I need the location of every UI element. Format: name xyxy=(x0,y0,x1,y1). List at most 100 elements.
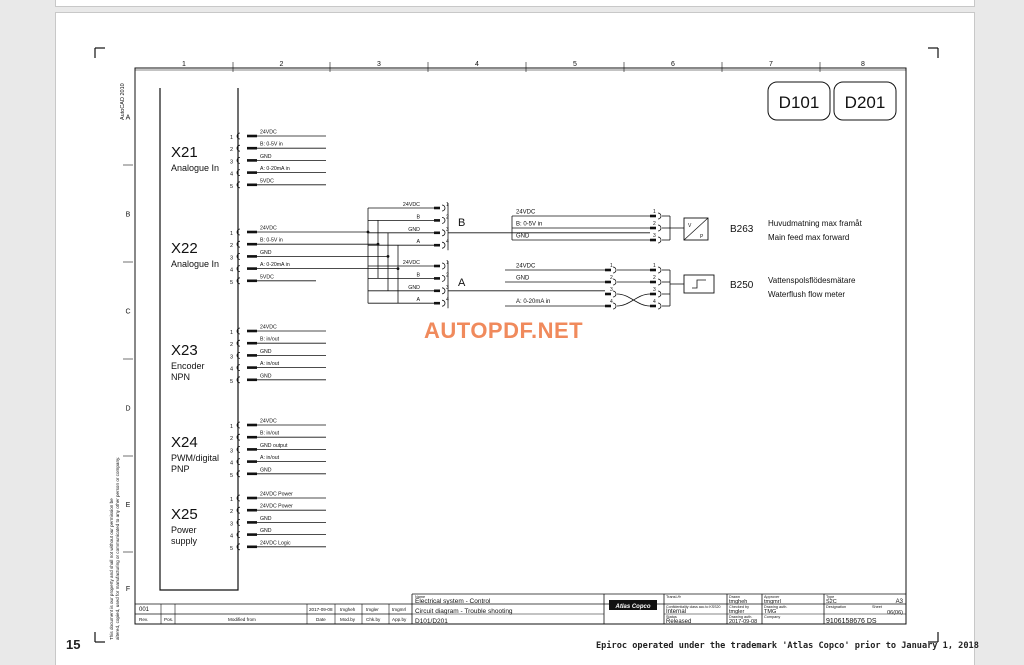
pin-label: 5VDC xyxy=(260,178,274,184)
pin-contact xyxy=(247,472,257,476)
rev-header: Rev. xyxy=(139,617,148,622)
document-page xyxy=(55,12,975,665)
column-number: 3 xyxy=(377,61,381,68)
modified-header: Modified from xyxy=(228,617,256,622)
channel-a-label: 24VDC xyxy=(403,260,420,266)
brand-logo-text: Atlas Copco xyxy=(614,604,650,610)
pin-label: 24VDC xyxy=(260,419,277,425)
chkby-header: Chk.by xyxy=(366,617,381,622)
cable-b-socket xyxy=(657,236,662,244)
cable-b-socket xyxy=(657,212,662,220)
revision-appby: tmgmrl xyxy=(392,607,406,612)
cable-b-socket xyxy=(657,224,662,232)
pos-header: Pos. xyxy=(164,617,173,622)
pin-label: 24VDC Power xyxy=(260,492,293,498)
plug-socket xyxy=(441,229,446,237)
type-label: Type xyxy=(826,595,834,599)
designation-label: Designation xyxy=(826,605,846,609)
cable-a-pin: 2 xyxy=(610,275,613,281)
pin-label: B: 0-5V in xyxy=(260,142,283,148)
pin-label: GND xyxy=(260,154,272,160)
column-number: 1 xyxy=(182,61,186,68)
plug-contact xyxy=(434,206,440,210)
pin-label: 24VDC xyxy=(260,130,277,136)
pin-number: 4 xyxy=(230,534,233,540)
pin-label: A: 0-20mA in xyxy=(260,262,290,268)
pin-socket xyxy=(236,433,241,441)
plug-socket xyxy=(441,275,446,282)
revision-value: 001 xyxy=(139,607,150,613)
sensor-symbol-step xyxy=(692,279,706,289)
pin-number: 3 xyxy=(230,159,233,165)
connector-description: Analogue In xyxy=(171,259,219,269)
page-number: 15 xyxy=(66,637,81,652)
pin-label: GND xyxy=(260,528,272,534)
plug-contact xyxy=(434,301,440,305)
cable-b-contact xyxy=(650,226,656,230)
pin-contact xyxy=(247,448,257,451)
date-value: 2017-09-08 xyxy=(729,619,757,625)
drawing-subtitle: Circuit diagram - Trouble shooting xyxy=(415,608,513,615)
channel-b-label: A xyxy=(416,239,420,245)
channel-a-label: A xyxy=(416,297,420,303)
pin-number: 5 xyxy=(230,184,233,190)
channel-b-label: GND xyxy=(408,227,420,233)
pin-socket xyxy=(236,144,241,152)
sensor-symbol-diagonal xyxy=(683,217,709,241)
checked-label: Checked by xyxy=(729,605,749,609)
pin-number: 4 xyxy=(230,367,233,373)
id-box xyxy=(833,81,897,121)
cable-b-pin: 2 xyxy=(653,221,656,227)
brand-logo xyxy=(609,600,657,610)
pin-socket xyxy=(236,376,241,384)
plug-pin-number: 1 xyxy=(446,260,449,266)
pin-contact xyxy=(247,508,257,512)
channel-b-label: 24VDC xyxy=(403,202,420,208)
pin-number: 3 xyxy=(230,354,233,360)
cable-b-contact xyxy=(650,214,656,218)
pin-label: A: in/out xyxy=(260,455,280,461)
footer-trademark-note: Epiroc operated under the trademark 'Atl… xyxy=(596,641,979,651)
status-label: Status xyxy=(666,615,677,619)
pin-socket xyxy=(236,169,241,176)
sensor-label-swedish: Vattenspolsflödesmätare xyxy=(768,276,856,285)
channel-b-label: B xyxy=(416,214,420,220)
connector-code: X22 xyxy=(171,240,198,257)
pin-contact xyxy=(247,366,257,369)
channel-a-label: B xyxy=(416,272,420,278)
pin-contact xyxy=(247,255,257,258)
pin-label: 24VDC xyxy=(260,226,277,232)
cable-b-pin: 3 xyxy=(653,233,656,239)
side-text-copyright: This document is our property and shall … xyxy=(109,498,114,640)
row-letter: F xyxy=(126,586,130,593)
pin-number: 4 xyxy=(230,461,233,467)
conf-value: Internal xyxy=(666,609,686,615)
plug-contact xyxy=(434,219,440,222)
pin-socket xyxy=(236,265,241,272)
pin-socket xyxy=(236,531,241,538)
appby-header: App.by xyxy=(392,617,407,622)
drawing-name: Electrical system - Control xyxy=(415,598,491,605)
cable-a-contact xyxy=(650,304,656,308)
pin-socket xyxy=(236,157,241,164)
pin-contact xyxy=(247,279,257,283)
cable-a-pin: 3 xyxy=(653,287,656,293)
sensor-label-swedish: Huvudmatning max framåt xyxy=(768,219,863,228)
pin-contact xyxy=(247,423,257,427)
cable-a-pin: 2 xyxy=(653,275,656,281)
pin-label: GND xyxy=(260,349,272,355)
cable-b-label: GND xyxy=(516,234,530,240)
row-letter: E xyxy=(126,502,131,509)
pin-label: GND xyxy=(260,373,272,379)
pin-contact xyxy=(247,146,257,150)
pin-socket xyxy=(236,228,241,236)
pin-socket xyxy=(236,519,241,526)
type-value: S2C xyxy=(826,599,837,605)
sensor-symbol-text: P xyxy=(700,234,704,240)
cable-a-pin: 4 xyxy=(653,299,656,305)
column-number: 8 xyxy=(861,61,865,68)
pin-number: 2 xyxy=(230,436,233,442)
plug-pin-number: 4 xyxy=(446,297,449,303)
row-letter: D xyxy=(125,406,130,413)
